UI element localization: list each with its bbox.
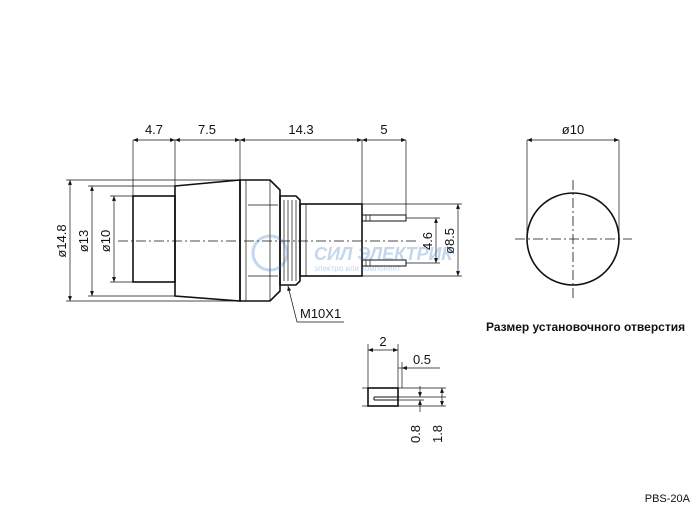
thread-leader: [287, 285, 298, 323]
terminal-pin-top: [361, 214, 407, 222]
terminal-detail: 2 0.5 0.8 1.8: [362, 334, 446, 443]
dim-d10: ø10: [98, 230, 113, 252]
rear-housing: [299, 203, 363, 277]
threaded-bushing: [279, 195, 301, 286]
dim-4-6: 4.6: [420, 232, 435, 250]
dim-hole-d10: ø10: [562, 122, 584, 137]
hole-view: ø10 Размер установочного отверстия: [486, 122, 685, 334]
dim-5: 5: [380, 122, 387, 137]
thread-label: M10X1: [300, 306, 341, 321]
watermark-title: СИЛ ЭЛЕКТРИК: [314, 244, 454, 264]
dim-14-3: 14.3: [288, 122, 313, 137]
button-cap: [132, 195, 176, 283]
model-code: PBS-20A: [645, 493, 691, 505]
dim-2: 2: [379, 334, 386, 349]
side-view: 4.7 7.5 14.3 5 ø14.8 ø13 ø10 4.6 ø8.5 M1…: [54, 122, 462, 323]
dim-d8-5: ø8.5: [442, 228, 457, 254]
watermark: СИЛ ЭЛЕКТРИК электро или компонент: [251, 234, 454, 273]
dim-0-8: 0.8: [408, 425, 423, 443]
button-body: [174, 179, 241, 302]
dim-d13: ø13: [76, 230, 91, 252]
dim-d14-8: ø14.8: [54, 224, 69, 257]
dim-4-7: 4.7: [145, 122, 163, 137]
hole-caption: Размер установочного отверстия: [486, 320, 685, 334]
dim-7-5: 7.5: [198, 122, 216, 137]
watermark-subtitle: электро или компонент: [314, 264, 401, 273]
watermark-logo-icon: [251, 234, 289, 272]
dim-1-8: 1.8: [430, 425, 445, 443]
dim-0-5: 0.5: [413, 352, 431, 367]
